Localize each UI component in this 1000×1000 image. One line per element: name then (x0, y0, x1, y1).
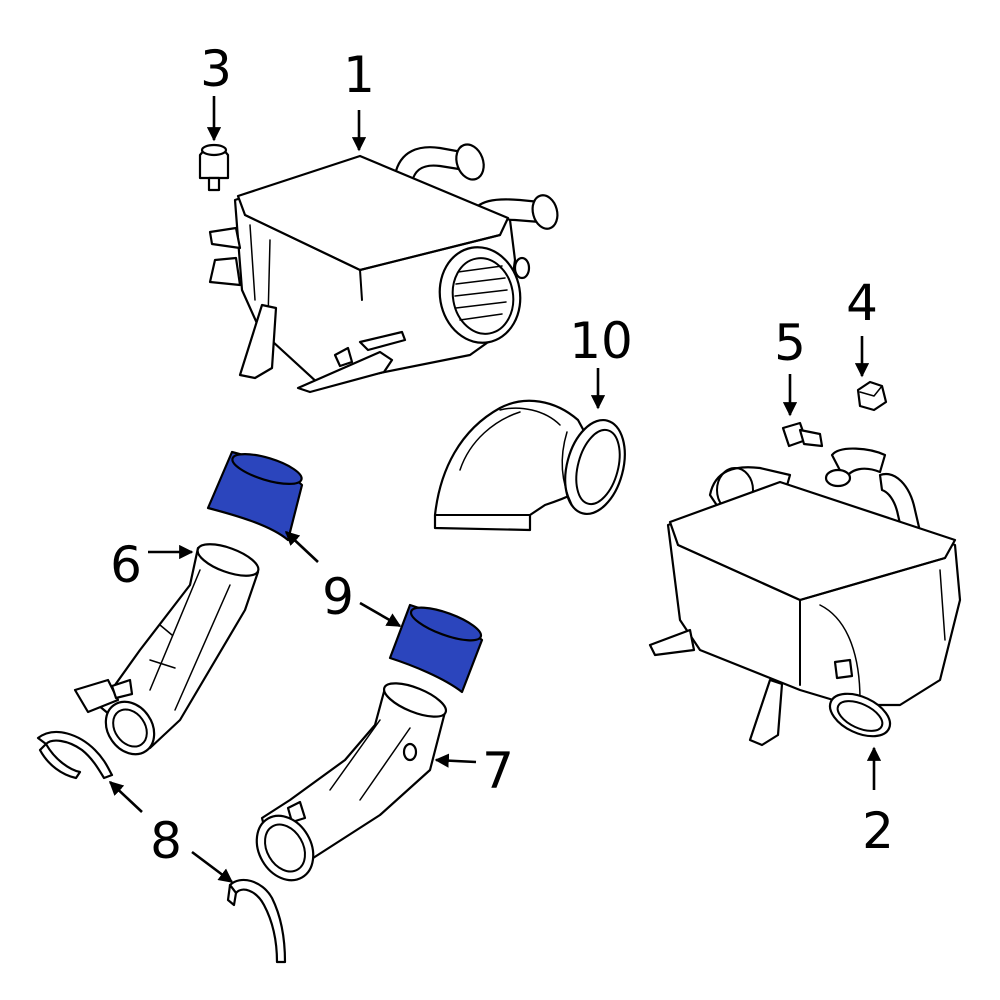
callout-7: 7 (482, 742, 514, 800)
coupler-hose-lower[interactable] (388, 601, 485, 694)
leader-arrow-8a (108, 781, 143, 813)
callout-2: 2 (862, 802, 894, 860)
leader-arrow-9a (284, 531, 319, 563)
intake-duct-right[interactable] (245, 677, 450, 891)
callout-5: 5 (774, 314, 806, 372)
callout-3: 3 (200, 40, 232, 98)
callout-8: 8 (150, 812, 182, 870)
callout-1: 1 (343, 46, 375, 104)
leader-arrow-7 (434, 753, 477, 768)
coupler-hose-upper[interactable] (206, 448, 305, 542)
leader-arrow-9b (359, 601, 402, 628)
hose-clamp-left[interactable] (36, 730, 114, 780)
air-cleaner-housing-lower[interactable] (648, 447, 962, 747)
callout-9: 9 (322, 568, 354, 626)
intake-duct-left[interactable] (73, 538, 262, 764)
callout-10: 10 (569, 312, 633, 370)
leader-arrow-8b (191, 850, 234, 884)
callout-4: 4 (846, 274, 878, 332)
intake-elbow-duct[interactable] (433, 399, 634, 532)
hose-clamp-right[interactable] (226, 878, 287, 964)
callout-6: 6 (110, 536, 142, 594)
mounting-nut[interactable] (856, 380, 888, 412)
mounting-grommet[interactable] (198, 143, 230, 192)
air-cleaner-housing-upper[interactable] (208, 141, 561, 394)
mounting-bolt[interactable] (781, 421, 824, 448)
